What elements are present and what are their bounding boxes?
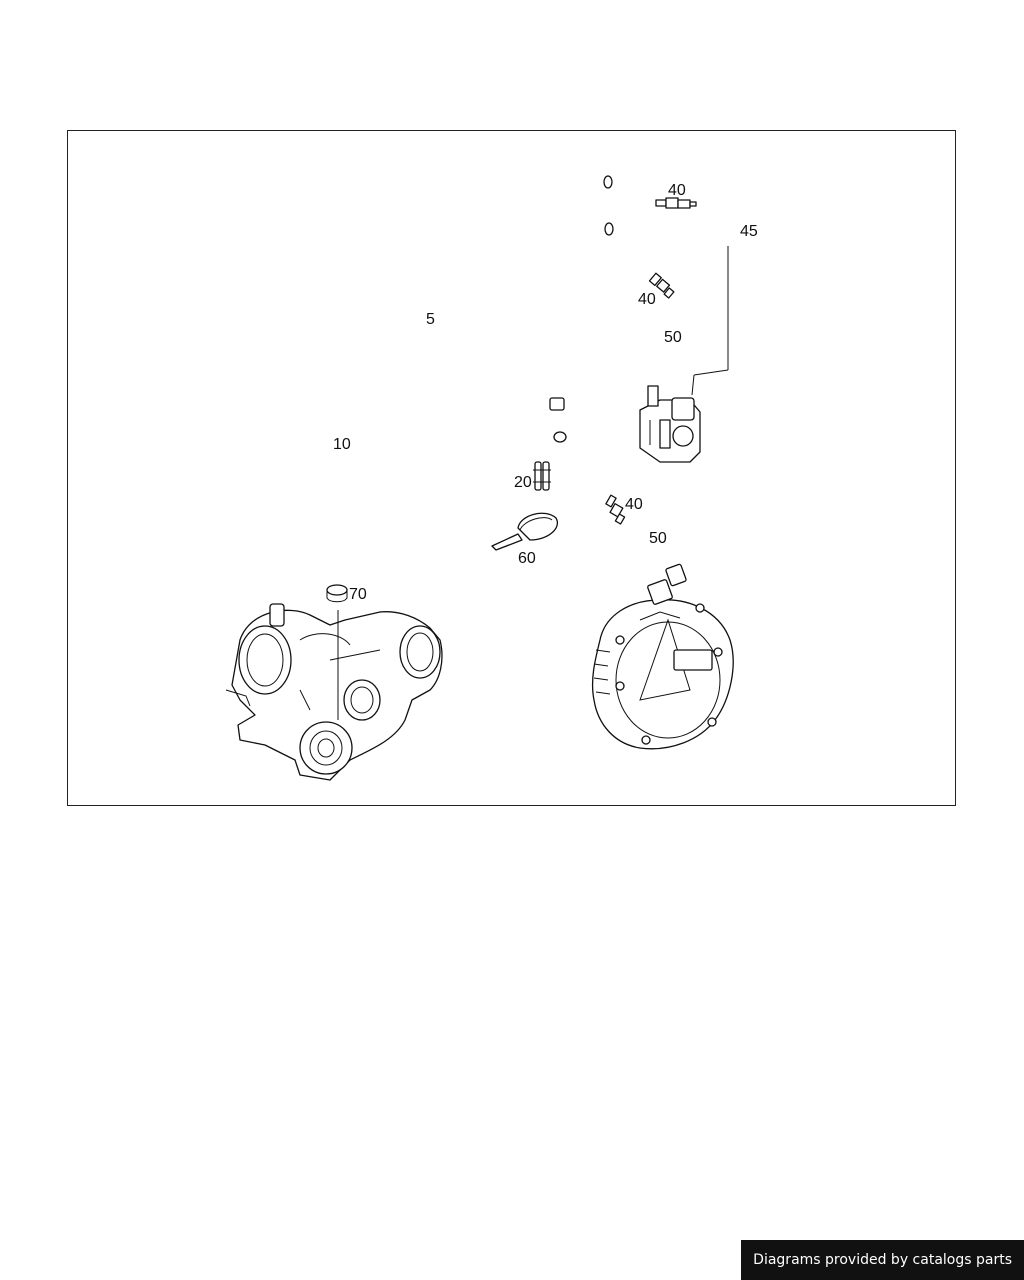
credit-badge: Diagrams provided by catalogs parts (741, 1240, 1024, 1280)
elbow-hose-45[interactable] (691, 211, 732, 396)
connector-40-top[interactable] (655, 197, 697, 209)
callout-10: 10 (333, 436, 351, 453)
cable-tie-60[interactable] (491, 512, 558, 551)
callout-60: 60 (518, 550, 536, 567)
callout-40-low: 40 (625, 496, 643, 513)
callout-5: 5 (426, 311, 435, 328)
pressure-converter[interactable] (639, 385, 701, 463)
callout-20: 20 (514, 474, 532, 491)
short-hose-50-mid[interactable] (671, 299, 694, 355)
hose-5[interactable] (434, 155, 643, 420)
connector-40-low[interactable] (605, 494, 626, 525)
connector-40-mid[interactable] (648, 272, 675, 299)
callout-45: 45 (740, 223, 758, 240)
vacuum-pump (591, 563, 734, 750)
callout-50-low: 50 (649, 530, 667, 547)
hose-clamp-70[interactable] (326, 584, 348, 603)
hose-10[interactable] (330, 397, 586, 587)
callout-50-mid: 50 (664, 329, 682, 346)
clip-20[interactable] (533, 461, 551, 491)
diagram-frame (67, 130, 956, 806)
callout-70: 70 (349, 586, 367, 603)
callout-40-top: 40 (668, 182, 686, 199)
turbocharger (225, 603, 443, 781)
short-hose-50-low[interactable] (625, 527, 653, 585)
callout-40-mid: 40 (638, 291, 656, 308)
